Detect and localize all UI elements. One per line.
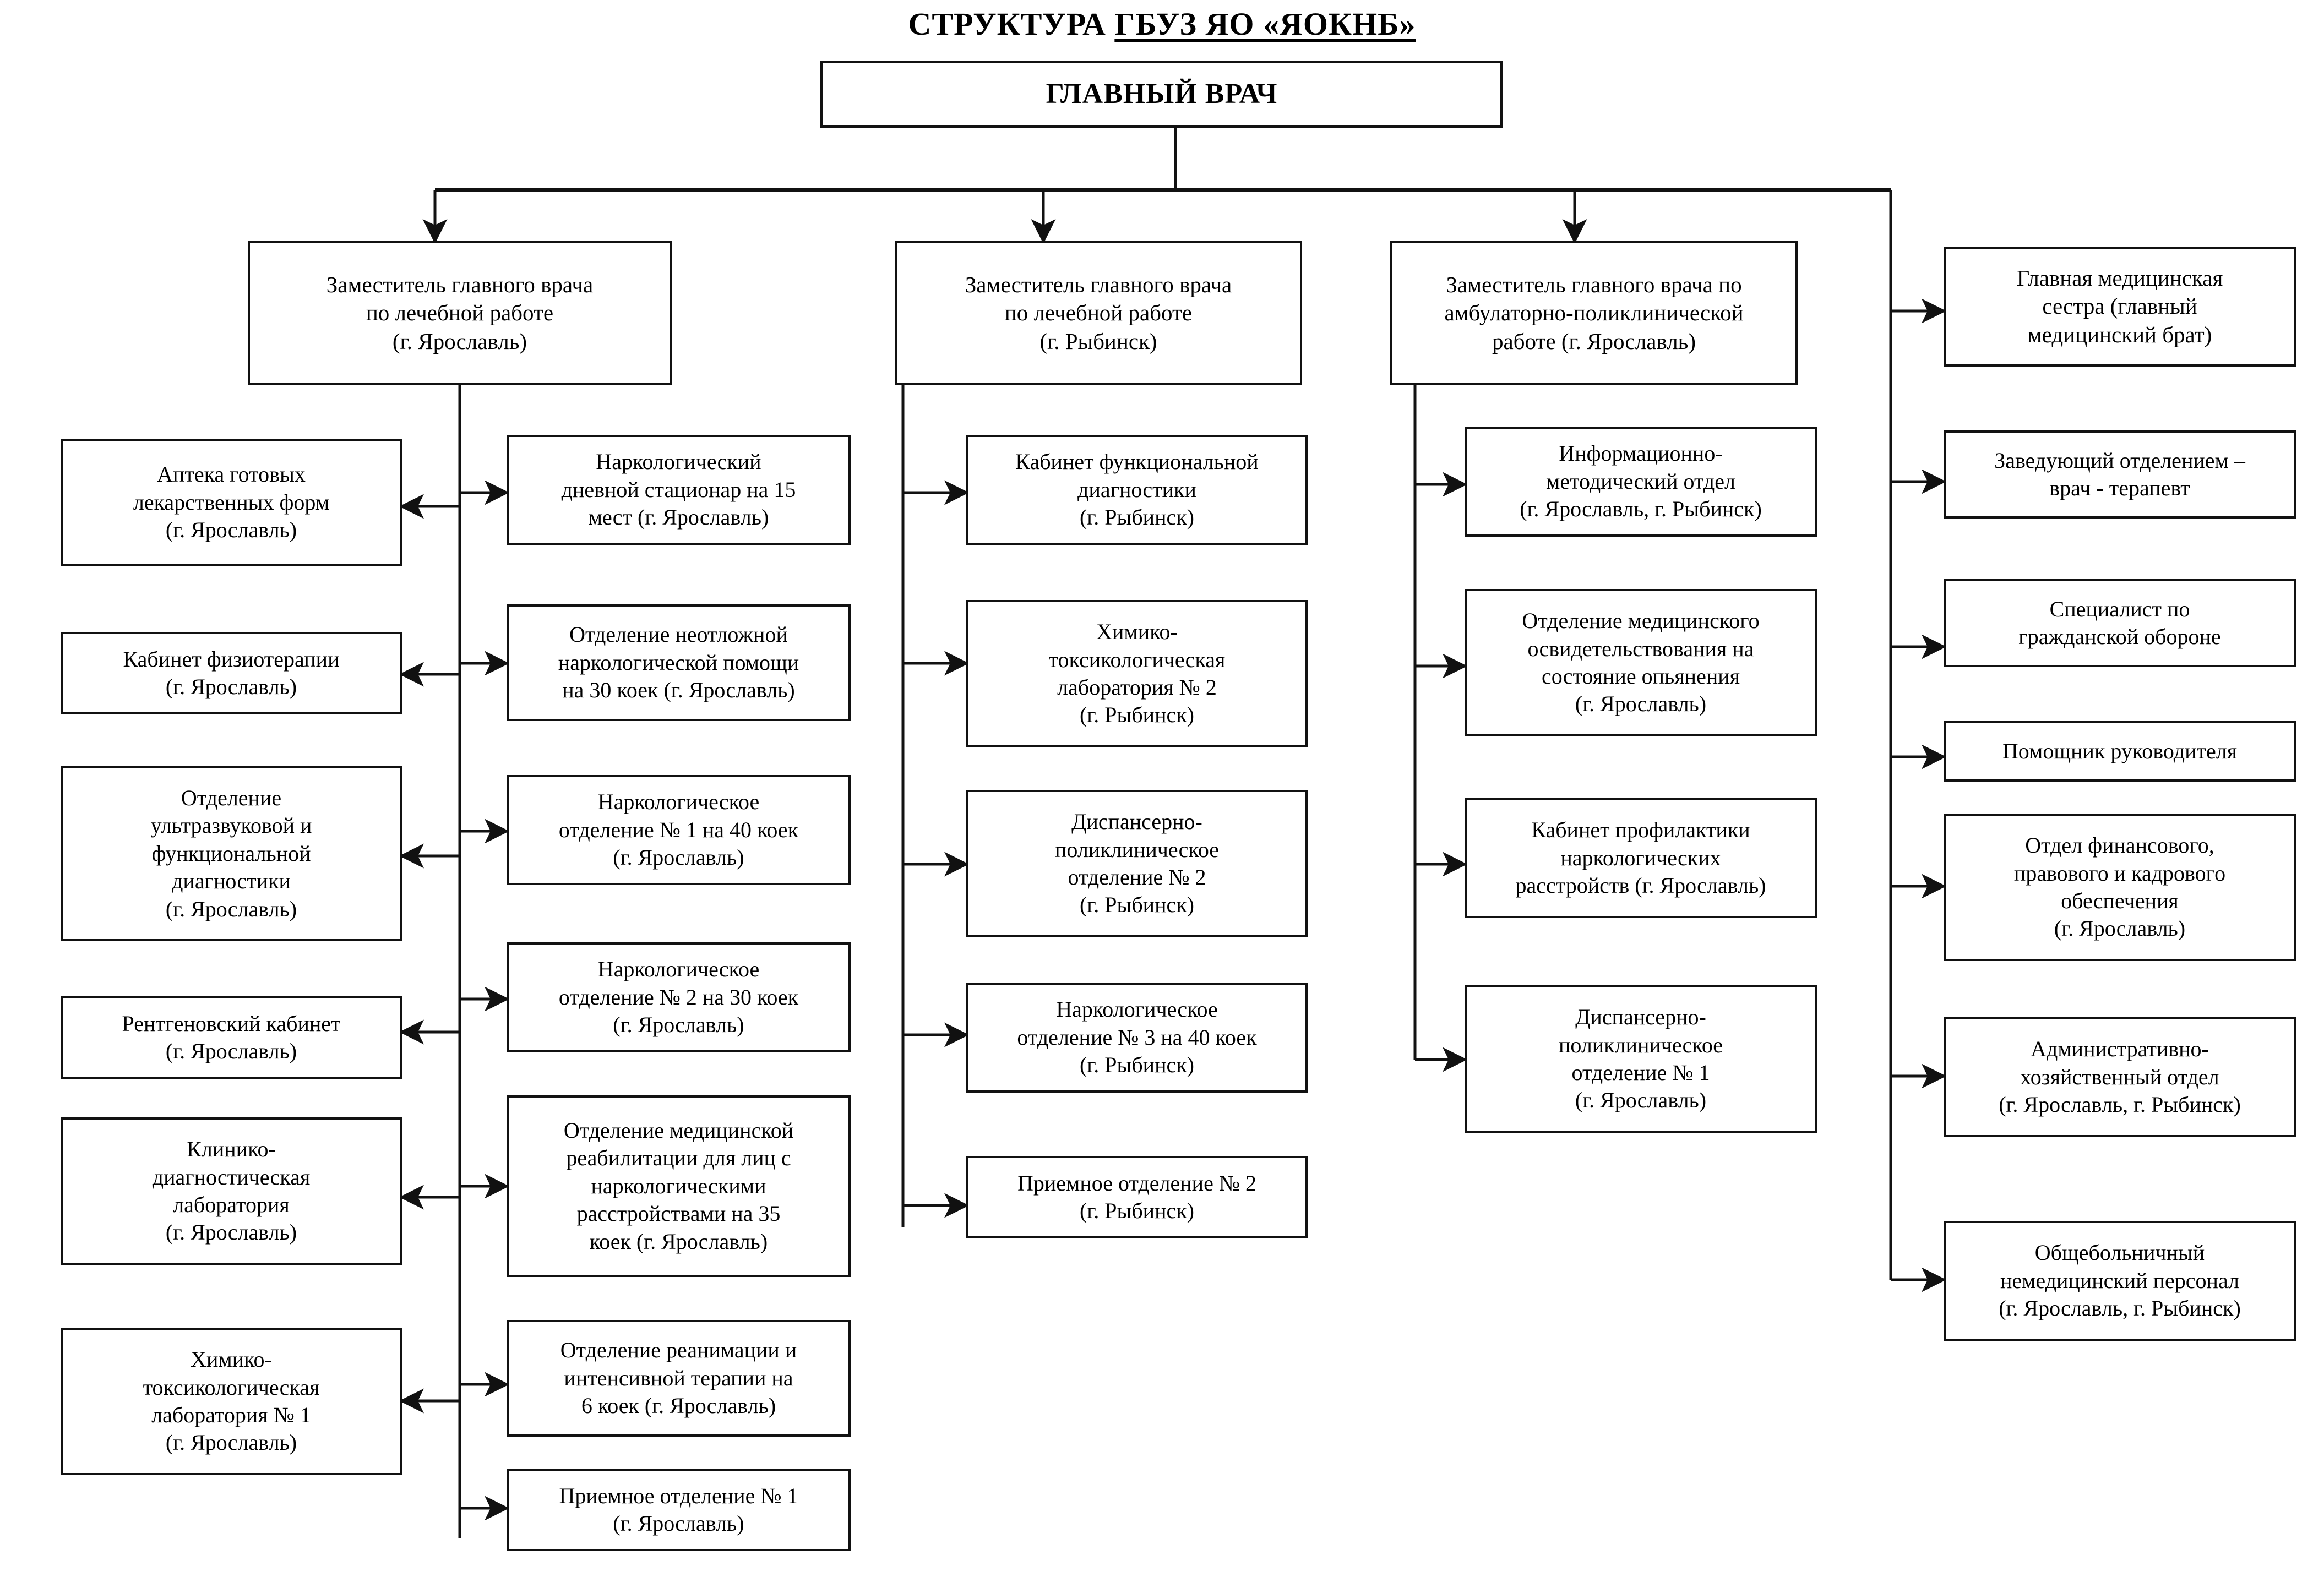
node-day-hospital-15[interactable]: Наркологический дневной стационар на 15 … <box>507 435 851 545</box>
node-medical-rehabilitation-35[interactable]: Отделение медицинской реабилитации для л… <box>507 1095 851 1277</box>
node-narcology-dept-3-40[interactable]: Наркологическое отделение № 3 на 40 коек… <box>966 983 1308 1093</box>
node-functional-diagnostics-room[interactable]: Кабинет функциональной диагностики (г. Р… <box>966 435 1308 545</box>
node-information-methodical-dept[interactable]: Информационно- методический отдел (г. Яр… <box>1465 427 1817 537</box>
node-administrative-economic-dept[interactable]: Административно- хозяйственный отдел (г.… <box>1944 1017 2296 1137</box>
node-admission-dept-2[interactable]: Приемное отделение № 2 (г. Рыбинск) <box>966 1156 1308 1238</box>
node-chief-physician[interactable]: ГЛАВНЫЙ ВРАЧ <box>820 61 1503 128</box>
node-assistant-to-director[interactable]: Помощник руководителя <box>1944 721 2296 782</box>
node-dispensary-polyclinic-dept-1[interactable]: Диспансерно- поликлиническое отделение №… <box>1465 985 1817 1133</box>
node-chemical-toxicology-lab-1[interactable]: Химико- токсикологическая лаборатория № … <box>61 1328 402 1475</box>
node-dispensary-polyclinic-dept-2[interactable]: Диспансерно- поликлиническое отделение №… <box>966 790 1308 937</box>
node-admission-dept-1[interactable]: Приемное отделение № 1 (г. Ярославль) <box>507 1469 851 1551</box>
node-civil-defense-specialist[interactable]: Специалист по гражданской обороне <box>1944 579 2296 667</box>
node-narcology-dept-1-40[interactable]: Наркологическое отделение № 1 на 40 коек… <box>507 775 851 885</box>
node-prevention-room[interactable]: Кабинет профилактики наркологических рас… <box>1465 798 1817 918</box>
node-emergency-narcology-30[interactable]: Отделение неотложной наркологической пом… <box>507 604 851 721</box>
node-chief-nurse[interactable]: Главная медицинская сестра (главный меди… <box>1944 247 2296 367</box>
node-pharmacy[interactable]: Аптека готовых лекарственных форм (г. Яр… <box>61 439 402 566</box>
node-finance-legal-hr-dept[interactable]: Отдел финансового, правового и кадрового… <box>1944 814 2296 961</box>
node-deputy-medical-rybinsk[interactable]: Заместитель главного врача по лечебной р… <box>895 241 1302 385</box>
node-icu-6[interactable]: Отделение реанимации и интенсивной терап… <box>507 1320 851 1437</box>
page-title-prefix: СТРУКТУРА <box>908 6 1115 42</box>
page-title: СТРУКТУРА ГБУЗ ЯО «ЯОКНБ» <box>0 6 2324 42</box>
node-chemical-toxicology-lab-2[interactable]: Химико- токсикологическая лаборатория № … <box>966 600 1308 747</box>
node-ultrasound-functional-diagnostics[interactable]: Отделение ультразвуковой и функционально… <box>61 766 402 941</box>
node-clinical-diagnostic-lab[interactable]: Клинико- диагностическая лаборатория (г.… <box>61 1117 402 1265</box>
page-title-underlined: ГБУЗ ЯО «ЯОКНБ» <box>1114 6 1416 42</box>
node-deputy-medical-yaroslavl[interactable]: Заместитель главного врача по лечебной р… <box>248 241 672 385</box>
node-physiotherapy-room[interactable]: Кабинет физиотерапии (г. Ярославль) <box>61 632 402 714</box>
node-head-of-dept-therapist[interactable]: Заведующий отделением – врач - терапевт <box>1944 430 2296 519</box>
node-intoxication-examination-dept[interactable]: Отделение медицинского освидетельствован… <box>1465 589 1817 736</box>
node-general-nonmedical-staff[interactable]: Общебольничный немедицинский персонал (г… <box>1944 1221 2296 1341</box>
node-deputy-outpatient[interactable]: Заместитель главного врача по амбулаторн… <box>1390 241 1798 385</box>
node-narcology-dept-2-30[interactable]: Наркологическое отделение № 2 на 30 коек… <box>507 942 851 1052</box>
node-xray-room[interactable]: Рентгеновский кабинет (г. Ярославль) <box>61 996 402 1079</box>
